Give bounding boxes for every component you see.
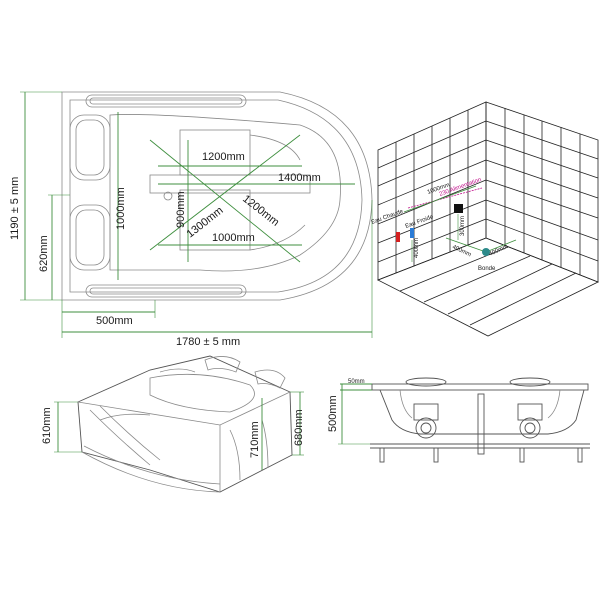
dim-diag-1200: 1200mm	[240, 193, 281, 229]
label-height-300: 300mm	[460, 216, 466, 236]
tiles-floor	[399, 246, 577, 326]
dim-680: 680mm	[293, 409, 305, 446]
dim-1400: 1400mm	[278, 172, 321, 184]
dim-620: 620mm	[38, 235, 50, 272]
cold-water-pipe	[410, 228, 414, 238]
iso-view: 610mm 710mm 680mm	[41, 355, 305, 493]
drain	[163, 191, 173, 201]
dim-500: 500mm	[96, 315, 133, 327]
dim-1000-bottom: 1000mm	[212, 232, 255, 244]
dim-500-height: 500mm	[327, 395, 339, 432]
pump-right	[517, 403, 543, 439]
label-bonde: Bonde	[478, 266, 496, 272]
bonde-drain	[482, 248, 490, 256]
tiles-right	[485, 108, 599, 275]
electrical-outlet	[454, 204, 463, 213]
dim-610: 610mm	[41, 407, 53, 444]
dim-710: 710mm	[249, 421, 261, 458]
overflow-pipe	[477, 393, 485, 455]
dim-overall-width: 1780 ± 5 mm	[176, 336, 240, 348]
side-rim	[371, 383, 589, 391]
plan-view: 1200mm 1400mm 1000mm 900mm 1000mm 1300mm…	[9, 91, 373, 348]
wall-view: 230 Alimentation 1000mm Eau Chaude Eau F…	[371, 101, 599, 337]
dim-overall-height: 1190 ± 5 mm	[9, 177, 21, 240]
dim-rim-50: 50mm	[348, 379, 365, 385]
label-height-400: 400mm	[414, 238, 420, 258]
label-eau-chaude: Eau Chaude	[371, 209, 405, 226]
dim-1000-seat: 1000mm	[115, 187, 127, 230]
label-dist-400-b: 400mm	[488, 244, 509, 258]
side-view: 50mm 500mm	[327, 377, 590, 463]
label-dist-400-a: 400mm	[451, 244, 472, 258]
hot-water-pipe	[396, 232, 400, 242]
dim-900: 900mm	[175, 191, 187, 228]
armrest-top	[85, 94, 247, 108]
dim-1200-top: 1200mm	[202, 151, 245, 163]
armrest-bottom	[85, 284, 247, 298]
basin	[109, 114, 341, 272]
pump-left	[413, 403, 439, 439]
